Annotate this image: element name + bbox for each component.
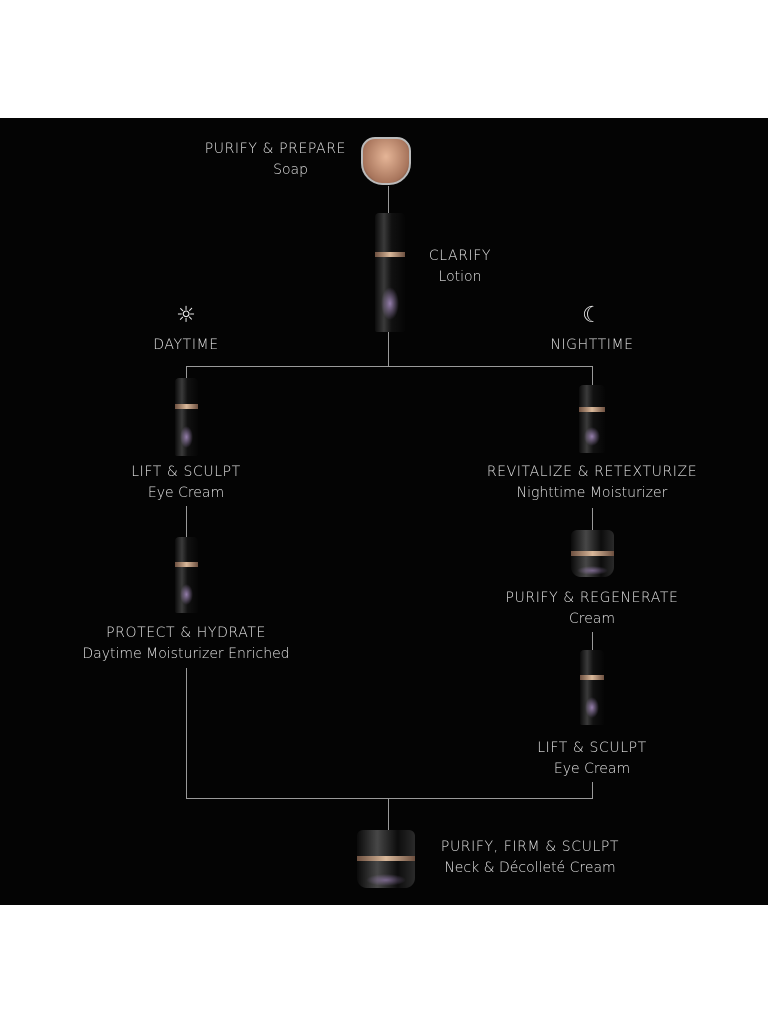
soap-product-image (361, 137, 411, 185)
step-product: Soap (273, 162, 308, 178)
step-purify-firm-sculpt: PURIFY, FIRM & SCULPT Neck & Décolleté C… (420, 837, 640, 879)
step-title: REVITALIZE & RETEXTURIZE (486, 464, 698, 480)
connector-line (592, 508, 593, 530)
step-product: Nighttime Moisturizer (516, 485, 668, 501)
connector-line (388, 798, 389, 830)
connector-line (186, 366, 593, 367)
lotion-product-image (375, 213, 405, 332)
step-title: LIFT & SCULPT (537, 740, 647, 756)
step-title: LIFT & SCULPT (131, 464, 241, 480)
step-clarify: CLARIFY Lotion (415, 246, 505, 288)
step-title: CLARIFY (428, 248, 492, 264)
moon-icon: ☾ (582, 303, 602, 328)
sun-icon: ☼ (176, 303, 196, 328)
step-purify-prepare: PURIFY & PREPARE Soap (180, 139, 366, 181)
daytime-moisturizer-product-image (175, 537, 198, 613)
nighttime-moisturizer-product-image (579, 385, 605, 453)
daytime-heading: DAYTIME (153, 337, 219, 353)
step-product: Neck & Décolleté Cream (444, 860, 616, 876)
step-purify-regenerate: PURIFY & REGENERATE Cream (462, 588, 722, 630)
connector-line (592, 366, 593, 385)
step-night-lift-sculpt: LIFT & SCULPT Eye Cream (472, 738, 712, 780)
step-product: Cream (568, 611, 616, 627)
connector-line (186, 506, 187, 537)
step-protect-hydrate: PROTECT & HYDRATE Daytime Moisturizer En… (46, 623, 326, 665)
connector-line (186, 668, 187, 798)
step-revitalize-retexturize: REVITALIZE & RETEXTURIZE Nighttime Moist… (452, 462, 732, 504)
step-title: PROTECT & HYDRATE (106, 625, 266, 641)
neck-cream-product-image (357, 830, 415, 888)
step-product: Daytime Moisturizer Enriched (82, 646, 290, 662)
connector-line (388, 332, 389, 366)
day-eye-cream-product-image (175, 378, 198, 456)
step-title: PURIFY, FIRM & SCULPT (440, 839, 620, 855)
connector-line (388, 186, 389, 213)
cream-product-image (571, 530, 614, 577)
step-product: Eye Cream (553, 761, 631, 777)
connector-line (592, 632, 593, 650)
connector-line (186, 798, 593, 799)
step-title: PURIFY & PREPARE (204, 141, 346, 157)
step-product: Lotion (438, 269, 482, 285)
night-eye-cream-product-image (580, 650, 604, 725)
step-product: Eye Cream (147, 485, 225, 501)
step-day-lift-sculpt: LIFT & SCULPT Eye Cream (66, 462, 306, 504)
nighttime-heading: NIGHTTIME (550, 337, 634, 353)
connector-line (186, 366, 187, 378)
connector-line (592, 782, 593, 798)
step-title: PURIFY & REGENERATE (505, 590, 679, 606)
